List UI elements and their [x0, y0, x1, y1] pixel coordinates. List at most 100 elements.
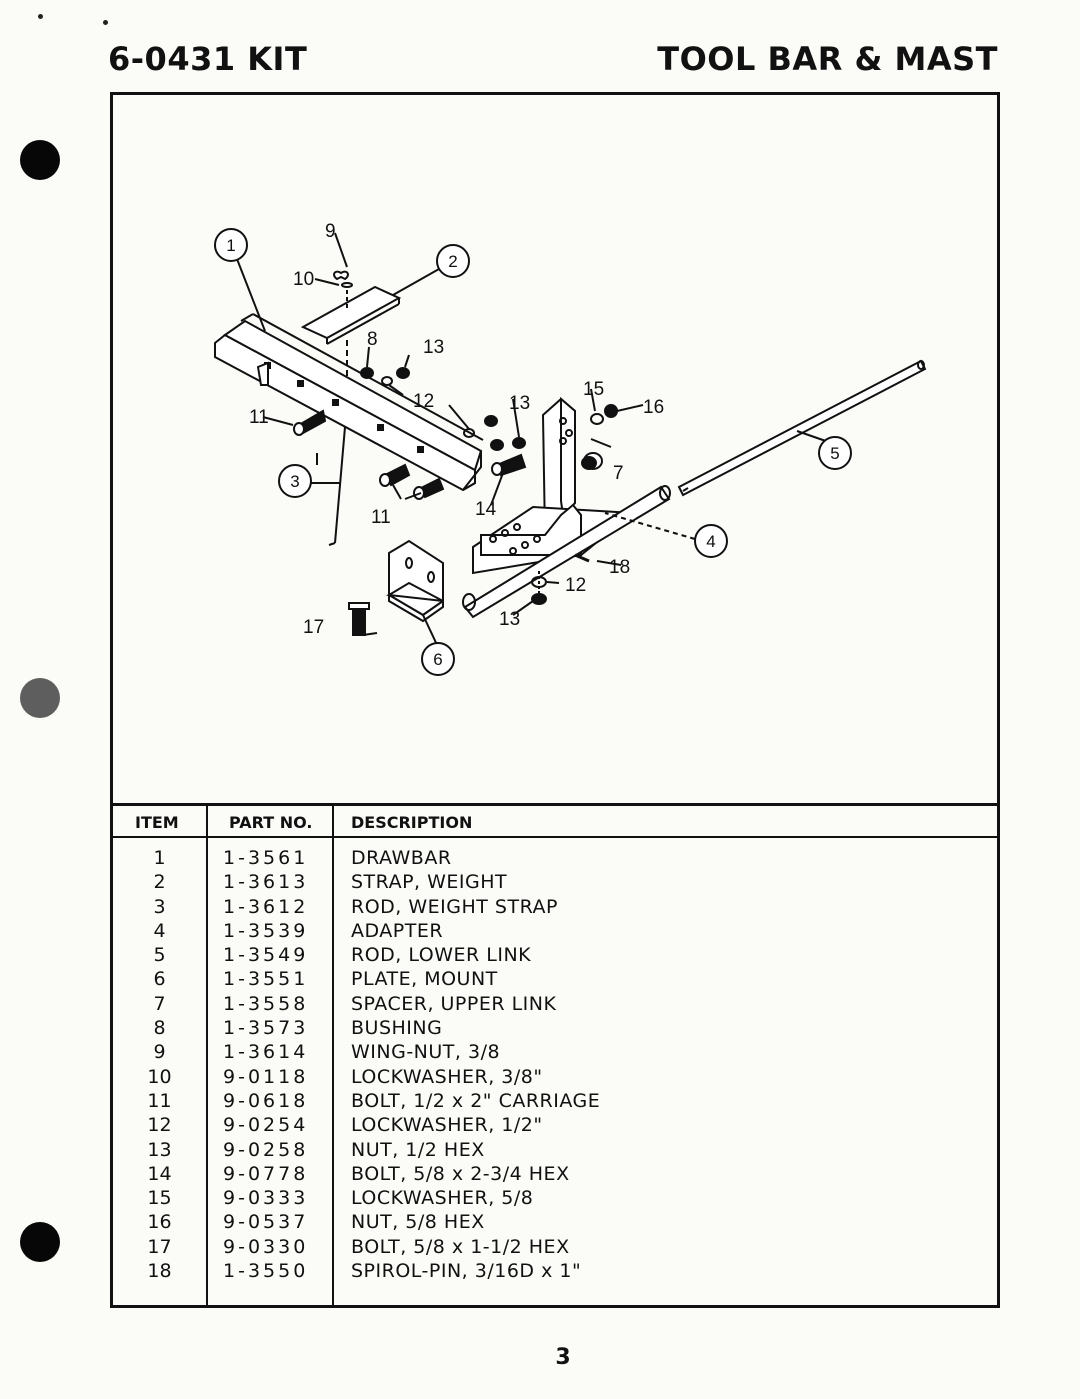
label-17: 17: [303, 617, 324, 638]
item-number: 3: [153, 895, 166, 918]
table-row: 2 1-3613 STRAP, WEIGHT: [113, 870, 997, 894]
part-number: 9-0618: [223, 1089, 309, 1112]
table-row: 13 9-0258 NUT, 1/2 HEX: [113, 1138, 997, 1162]
part-description: LOCKWASHER, 5/8: [351, 1187, 534, 1210]
item-number: 4: [153, 919, 166, 942]
table-row: 14 9-0778 BOLT, 5/8 x 2-3/4 HEX: [113, 1162, 997, 1186]
part-description: BOLT, 5/8 x 1-1/2 HEX: [351, 1235, 570, 1258]
label-18: 18: [609, 557, 630, 578]
callout-6: 6: [433, 650, 442, 669]
part-description: WING-NUT, 3/8: [351, 1041, 501, 1064]
part-number: 9-0778: [223, 1162, 309, 1185]
label-9: 9: [325, 221, 336, 242]
punch-hole-top: [20, 140, 60, 180]
table-row: 17 9-0330 BOLT, 5/8 x 1-1/2 HEX: [113, 1235, 997, 1259]
part-number: 1-3550: [223, 1260, 309, 1283]
table-rule-header: [113, 836, 997, 838]
item-number: 15: [147, 1187, 172, 1210]
part-number: 1-3612: [223, 895, 309, 918]
page-title: TOOL BAR & MAST: [657, 40, 998, 78]
callout-3: 3: [290, 472, 299, 491]
part-number: 9-0258: [223, 1138, 309, 1161]
part-number: 9-0537: [223, 1211, 309, 1234]
table-rule-top: [113, 803, 997, 806]
table-row: 4 1-3539 ADAPTER: [113, 919, 997, 943]
label-16: 16: [643, 397, 664, 418]
item-number: 9: [153, 1041, 166, 1064]
part-number: 1-3539: [223, 919, 309, 942]
item-number: 1: [153, 847, 166, 869]
item-number: 5: [153, 944, 166, 967]
label-10: 10: [293, 269, 314, 290]
column-header-item: ITEM: [135, 813, 179, 832]
parts-frame: 1 2 3 4 5 6 9 10 8 13 15 16 11 12 13 7 1…: [110, 92, 1000, 1308]
item-number: 14: [147, 1162, 172, 1185]
label-13: 13: [423, 337, 444, 358]
table-row: 18 1-3550 SPIROL-PIN, 3/16D x 1": [113, 1259, 997, 1283]
part-number: 1-3613: [223, 871, 309, 894]
speck: [38, 14, 43, 19]
part-number: 1-3558: [223, 992, 309, 1015]
label-15: 15: [583, 379, 604, 400]
part-description: SPIROL-PIN, 3/16D x 1": [351, 1260, 582, 1283]
part-description: PLATE, MOUNT: [351, 968, 498, 991]
part-description: SPACER, UPPER LINK: [351, 992, 557, 1015]
part-description: BUSHING: [351, 1017, 443, 1040]
label-14: 14: [475, 499, 497, 520]
table-row: 9 1-3614 WING-NUT, 3/8: [113, 1040, 997, 1064]
label-12b: 12: [565, 575, 586, 596]
part-description: ADAPTER: [351, 919, 444, 942]
part-number: 1-3614: [223, 1041, 309, 1064]
part-number: 1-3551: [223, 968, 309, 991]
part-description: DRAWBAR: [351, 847, 452, 869]
callout-5: 5: [830, 444, 839, 463]
part-number: 9-0254: [223, 1114, 309, 1137]
item-number: 2: [153, 871, 166, 894]
part-description: BOLT, 5/8 x 2-3/4 HEX: [351, 1162, 570, 1185]
table-row: 12 9-0254 LOCKWASHER, 1/2": [113, 1113, 997, 1137]
part-description: ROD, LOWER LINK: [351, 944, 532, 967]
speck: [103, 20, 108, 25]
part-number: 1-3561: [223, 847, 309, 869]
item-number: 12: [147, 1114, 172, 1137]
label-13c: 13: [499, 609, 520, 630]
punch-hole-middle: [20, 678, 60, 718]
label-8: 8: [367, 329, 378, 350]
part-description: ROD, WEIGHT STRAP: [351, 895, 558, 918]
callout-1: 1: [226, 236, 235, 255]
diagram-drawing: [214, 228, 927, 676]
parts-list: 1 1-3561 DRAWBAR 2 1-3613 STRAP, WEIGHT 3 1-361…: [113, 846, 997, 1283]
item-number: 7: [153, 992, 166, 1015]
item-number: 18: [147, 1260, 172, 1283]
table-row: 6 1-3551 PLATE, MOUNT: [113, 967, 997, 991]
part-description: LOCKWASHER, 1/2": [351, 1114, 543, 1137]
callout-2: 2: [448, 252, 457, 271]
item-number: 10: [147, 1065, 172, 1088]
item-number: 17: [147, 1235, 172, 1258]
column-divider: [206, 805, 208, 1305]
column-header-description: DESCRIPTION: [351, 813, 473, 832]
label-11b: 11: [371, 507, 391, 528]
table-row: 1 1-3561 DRAWBAR: [113, 846, 997, 870]
part-number: 1-3573: [223, 1017, 309, 1040]
part-description: STRAP, WEIGHT: [351, 871, 508, 894]
item-number: 13: [147, 1138, 172, 1161]
kit-number: 6-0431 KIT: [108, 40, 308, 78]
part-number: 9-0333: [223, 1187, 309, 1210]
table-row: 3 1-3612 ROD, WEIGHT STRAP: [113, 895, 997, 919]
part-number: 9-0330: [223, 1235, 309, 1258]
column-header-part-no: PART NO.: [229, 813, 313, 832]
item-number: 6: [153, 968, 166, 991]
item-number: 16: [147, 1211, 172, 1234]
punch-hole-bottom: [20, 1222, 60, 1262]
part-description: NUT, 1/2 HEX: [351, 1138, 485, 1161]
part-number: 1-3549: [223, 944, 309, 967]
table-row: 7 1-3558 SPACER, UPPER LINK: [113, 992, 997, 1016]
part-description: BOLT, 1/2 x 2" CARRIAGE: [351, 1089, 601, 1112]
part-number: 9-0118: [223, 1065, 309, 1088]
exploded-parts-diagram: 1 2 3 4 5 6 9 10 8 13 15 16 11 12 13 7 1…: [214, 221, 927, 676]
label-12: 12: [413, 391, 434, 412]
